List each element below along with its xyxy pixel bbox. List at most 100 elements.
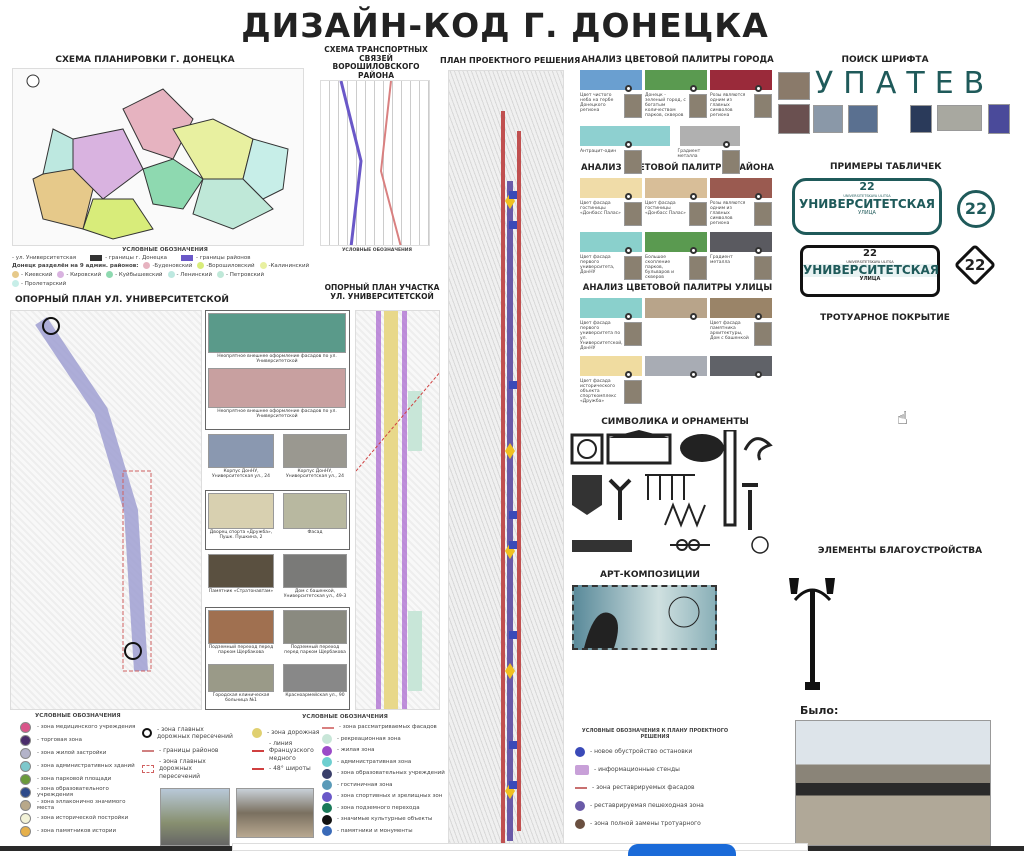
bus-stop-icon [509,781,517,789]
district-color-swatch [197,262,205,270]
palette-swatch [645,178,707,198]
palette-pin-icon [690,371,697,378]
district-palette-title: АНАЛИЗ ЦВЕТОВОЙ ПАЛИТРЫ РАЙОНА [581,163,774,173]
palette-photo [689,94,707,118]
photo-frame [205,310,350,430]
palette-caption: Цвет фасада исторического объекта спортк… [580,379,617,404]
palette-pin-icon [625,247,632,254]
font-photo [778,72,810,100]
statue-icon [742,483,758,530]
font-sample: УПАТЕВ [815,66,995,101]
palette-caption: Цвет фасада памятника архитектуры, Дом с… [710,321,749,341]
font-photo [778,104,810,134]
font-photo [910,105,932,133]
action-button[interactable] [628,844,736,856]
palette-swatch [680,126,740,146]
zone-color-swatch [20,773,31,785]
zone-color-swatch [20,799,31,811]
ferris-wheel-icon [751,536,769,554]
zones-legend-extra: - зона главных дорожных пересечений - гр… [142,724,234,780]
district-legend-item: - Куйбышевский [106,271,163,279]
section-color-swatch [322,726,334,729]
section-legend-item: - административная зона [322,757,447,769]
palette-caption: Цвет фасада гостиницы «Донбасс Палас» [645,201,686,216]
palette-pin-icon [755,85,762,92]
district-legend-item: -Ворошиловский [197,262,255,270]
palette-caption: Цвет фасада гостиницы «Донбасс Палас» [580,201,621,216]
palette-pin-icon [690,85,697,92]
district-legend-item: - Киевский [12,271,52,279]
zone-color-swatch [20,721,31,733]
section-map [355,310,440,710]
photo-panel: Неопрятное внешнее оформление фасадов по… [205,310,350,710]
was-label: Было: [800,704,839,717]
before-photo [795,720,991,846]
palette-swatch [710,298,772,318]
palette-caption: Розы являются одним из главных символов … [710,201,746,226]
section-legend-item: - жилая зона [322,745,447,757]
improvement-title: ЭЛЕМЕНТЫ БЛАГОУСТРОЙСТВА [817,546,983,556]
city-map [12,68,304,246]
facade-zone [501,111,505,850]
palette-pin-icon [690,247,697,254]
district-color-swatch [106,271,114,279]
font-search-title: ПОИСК ШРИФТА [841,55,929,65]
palette-swatch [580,70,642,90]
plan-legend-item: - информационные стенды [575,761,735,779]
legend-city-border: - границы г. Донецка [90,254,167,262]
plan-legend-swatch [575,747,585,757]
base-plan-section-title: ОПОРНЫЙ ПЛАН УЧАСТКА УЛ. УНИВЕРСИТЕТСКОЙ [324,283,440,301]
section-color-swatch [322,780,332,791]
palette-photo [624,380,642,404]
palette-pin-icon [755,313,762,320]
palette-pin-icon [755,371,762,378]
legend-title: УСЛОВНЫЕ ОБОЗНАЧЕНИЯ [122,247,208,253]
city-palette-title: АНАЛИЗ ЦВЕТОВОЙ ПАЛИТРЫ ГОРОДА [581,55,774,65]
site-photo [283,610,347,644]
palette-photo [624,322,642,346]
palette-swatch [580,356,642,376]
zone-color-swatch [20,747,31,759]
palette-photo [754,322,772,346]
palette-swatch [710,356,772,376]
section-color-swatch [322,791,332,802]
section-legend-item: - зона подземного перехода [322,803,447,815]
facade-zone [517,131,521,831]
zone-color-swatch [20,812,31,824]
palette-pin-icon [755,193,762,200]
font-photo [848,105,878,133]
intersection-marker [505,663,515,679]
zone-legend-item: - зона исторической постройки [20,812,140,825]
street-sign-ornate: 22 UNIVERSITETSKAYA ULITSA УНИВЕРСИТЕТСК… [792,178,942,235]
section-legend-item: - памятники и монументы [322,826,447,838]
palette-photo [689,256,707,280]
plan-legend-item: - зона реставрируемых фасадов [575,779,735,797]
palette-pin-icon [625,85,632,92]
palette-swatch [645,298,707,318]
city-districts-map [26,74,289,240]
district-color-swatch [57,271,65,279]
symbols-title: СИМВОЛИКА И ОРНАМЕНТЫ [601,417,749,427]
palette-photo [721,150,740,174]
photo-caption: Памятник «Стратонавтам» [208,589,274,594]
zone-legend-item: - зона административных зданий [20,760,140,773]
palette-pin-icon [755,247,762,254]
photo-caption: Подземный переход перед парком Щербакова [284,645,346,656]
rose-window-icon [570,433,604,465]
street-lamp-icon [789,578,835,690]
bus-stop-icon [509,191,517,199]
plan-legend-item: - зона полной замены тротуарного [575,815,735,833]
palette-swatch [580,298,642,318]
palette-caption: Цвет фасада первого университета, ДонНУ [580,255,615,275]
section-legend: УСЛОВНЫЕ ОБОЗНАЧЕНИЯ [302,714,388,720]
zone-color-swatch [20,825,31,837]
photo-caption: Неопрятное внешнее оформление фасадов по… [217,409,337,420]
plan-legend-swatch [575,765,589,775]
scroll-icon [743,437,773,461]
section-legend-item: - значимые культурные объекты [322,814,447,826]
section-legend-item: - зона спортивных и зрелищных зон [322,791,447,803]
palette-swatch [580,126,670,146]
bridge-icon [572,540,632,552]
district-color-swatch [167,271,175,279]
bus-stop-icon [509,541,517,549]
